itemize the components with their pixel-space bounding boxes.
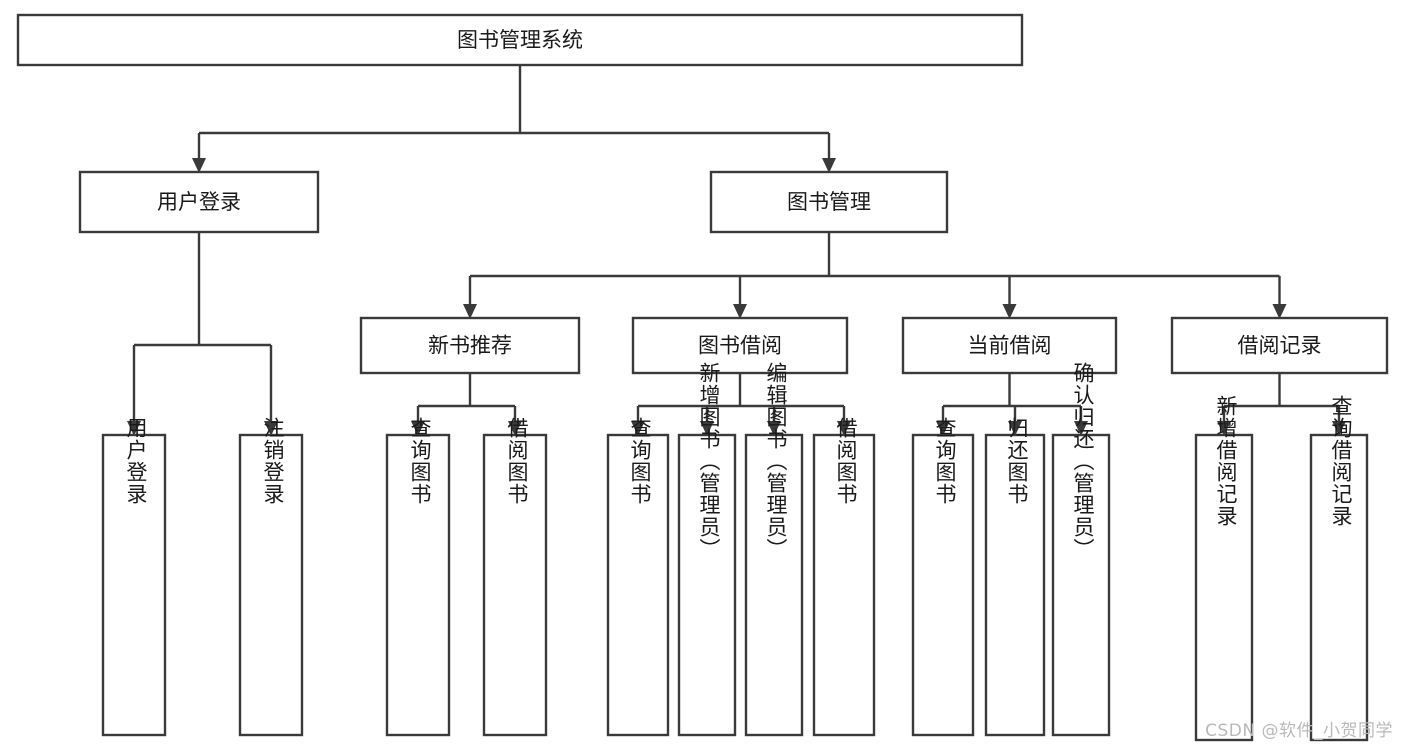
node-leaf[interactable]: 编辑图书（管理员）	[744, 362, 804, 737]
node-label: 借阅图书	[505, 417, 529, 505]
arrow-head-icon	[411, 421, 425, 436]
node-label: 新书推荐	[428, 334, 512, 358]
arrow-head-icon	[1332, 421, 1346, 436]
node-box	[631, 316, 849, 375]
arrow-head-icon	[767, 421, 781, 436]
arrow-head-icon	[936, 421, 950, 436]
node-level3[interactable]: 当前借阅	[901, 316, 1118, 375]
node-leaf[interactable]: 新增借阅记录	[1194, 395, 1254, 742]
arrow-head-icon	[733, 304, 747, 319]
node-leaf[interactable]: 查询图书	[911, 417, 975, 737]
node-box	[984, 433, 1046, 737]
node-label: 确认归还（管理员）	[1071, 362, 1095, 560]
arrow-head-icon	[264, 421, 278, 436]
node-root-system[interactable]: 图书管理系统	[16, 13, 1024, 67]
node-box	[606, 433, 670, 737]
arrow-head-icon	[631, 421, 645, 436]
node-box	[812, 433, 876, 737]
arrow-head-icon	[837, 421, 851, 436]
arrow-head-icon	[1074, 421, 1088, 436]
node-box	[709, 170, 949, 234]
node-leaf[interactable]: 借阅图书	[812, 417, 876, 737]
node-box	[1051, 433, 1111, 737]
node-label: 图书管理系统	[457, 28, 583, 52]
node-box	[385, 433, 451, 737]
node-leaf[interactable]: 查询图书	[385, 417, 451, 737]
arrow-head-icon	[463, 304, 477, 319]
node-label: 借阅记录	[1238, 334, 1322, 358]
node-box	[101, 433, 167, 737]
node-label: 查询图书	[408, 417, 432, 505]
node-level3[interactable]: 借阅记录	[1170, 316, 1389, 375]
node-box	[901, 316, 1118, 375]
arrow-head-icon	[192, 158, 206, 173]
arrow-head-icon	[822, 158, 836, 173]
node-level2[interactable]: 用户登录	[78, 170, 320, 234]
node-leaf[interactable]: 查询借阅记录	[1309, 395, 1369, 742]
node-label: 注销登录	[261, 417, 285, 505]
node-leaf[interactable]: 新增图书（管理员）	[677, 362, 737, 737]
node-box	[1309, 433, 1369, 742]
node-box	[677, 433, 737, 737]
node-box	[238, 433, 304, 737]
node-leaf[interactable]: 用户登录	[101, 417, 167, 737]
node-box	[744, 433, 804, 737]
node-leaf[interactable]: 查询图书	[606, 417, 670, 737]
node-label: 查询图书	[628, 417, 652, 505]
connector-layer	[127, 65, 1346, 436]
arrow-head-icon	[1008, 421, 1022, 436]
node-label: 查询图书	[933, 417, 957, 505]
node-label: 图书管理	[787, 190, 871, 214]
arrow-head-icon	[1272, 304, 1287, 319]
node-box	[1194, 433, 1254, 742]
node-label: 查询借阅记录	[1329, 395, 1353, 527]
node-label: 图书借阅	[698, 334, 782, 358]
node-box	[1170, 316, 1389, 375]
node-box	[482, 433, 548, 737]
node-layer: 图书管理系统用户登录图书管理新书推荐图书借阅当前借阅借阅记录用户登录注销登录查询…	[16, 13, 1389, 742]
node-leaf[interactable]: 注销登录	[238, 417, 304, 737]
node-level2[interactable]: 图书管理	[709, 170, 949, 234]
node-level3[interactable]: 图书借阅	[631, 316, 849, 375]
node-leaf[interactable]: 借阅图书	[482, 417, 548, 737]
node-label: 借阅图书	[834, 417, 858, 505]
node-leaf[interactable]: 归还图书	[984, 417, 1046, 737]
arrow-head-icon	[1217, 421, 1231, 436]
node-label: 当前借阅	[968, 334, 1052, 358]
node-box	[911, 433, 975, 737]
node-box	[359, 316, 581, 375]
node-leaf[interactable]: 确认归还（管理员）	[1051, 362, 1111, 737]
node-level3[interactable]: 新书推荐	[359, 316, 581, 375]
node-label: 新增图书（管理员）	[697, 362, 721, 560]
node-label: 归还图书	[1005, 417, 1029, 505]
node-label: 新增借阅记录	[1214, 395, 1238, 527]
node-label: 用户登录	[124, 417, 148, 505]
arrow-head-icon	[508, 421, 522, 436]
arrow-head-icon	[1002, 304, 1017, 319]
node-label: 编辑图书（管理员）	[764, 362, 788, 560]
arrow-head-icon	[700, 421, 714, 436]
node-box	[16, 13, 1024, 67]
node-box	[78, 170, 320, 234]
node-label: 用户登录	[157, 190, 241, 214]
arrow-head-icon	[127, 421, 141, 436]
